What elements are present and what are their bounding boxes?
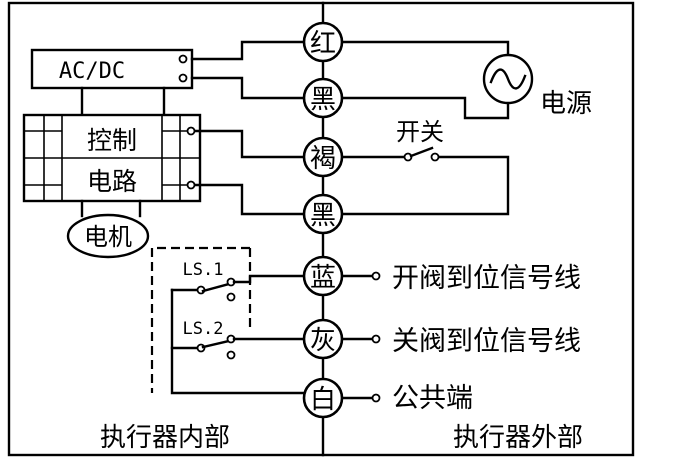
ls2-contact-c bbox=[226, 350, 236, 360]
power-wire-black bbox=[338, 96, 510, 120]
common-label: 公共端 bbox=[392, 383, 473, 414]
switch-blade bbox=[409, 146, 434, 158]
open-signal-label: 开阀到位信号线 bbox=[392, 263, 581, 294]
gray-signal-terminal bbox=[371, 334, 381, 344]
acdc-label: AC/DC bbox=[59, 59, 125, 84]
ls-dashed-enclosure bbox=[150, 246, 250, 393]
inside-caption: 执行器内部 bbox=[100, 423, 230, 453]
ls2-label: LS.2 bbox=[183, 319, 224, 339]
blue-signal-terminal bbox=[371, 271, 381, 281]
switch-label: 开关 bbox=[396, 118, 444, 146]
terminal-black1: 黑 bbox=[302, 77, 344, 119]
ls1-contact-c bbox=[226, 292, 236, 302]
acdc-box bbox=[30, 48, 194, 90]
terminal-black1-label: 黑 bbox=[310, 85, 336, 115]
terminal-red-label: 红 bbox=[310, 29, 336, 59]
motor-label: 电机 bbox=[84, 223, 132, 251]
acdc-terminal-red bbox=[178, 54, 188, 64]
outside-caption: 执行器外部 bbox=[453, 423, 583, 453]
terminal-brown-label: 褐 bbox=[310, 144, 336, 174]
terminal-gray-label: 灰 bbox=[310, 326, 336, 356]
ls1-blade bbox=[201, 282, 231, 293]
white-signal-terminal bbox=[371, 393, 381, 403]
control-terminal-black bbox=[186, 180, 196, 190]
terminal-white: 白 bbox=[302, 377, 344, 419]
terminal-blue: 蓝 bbox=[302, 255, 344, 297]
ls-common-line bbox=[170, 288, 308, 395]
terminal-column: 红 黑 褐 黑 蓝 灰 白 bbox=[302, 21, 344, 419]
outer-frame bbox=[7, 1, 635, 457]
power-wire-red bbox=[338, 40, 510, 57]
motor-ellipse bbox=[66, 213, 150, 259]
ls1-to-blue bbox=[232, 274, 308, 284]
wire-red bbox=[190, 40, 308, 61]
acdc-terminal-black bbox=[178, 73, 188, 83]
wire-brown bbox=[190, 129, 308, 159]
terminal-red: 红 bbox=[302, 21, 344, 63]
close-signal-label: 关阀到位信号线 bbox=[392, 326, 581, 357]
ls2-blade bbox=[201, 339, 231, 349]
terminal-black2-label: 黑 bbox=[310, 201, 336, 231]
switch-wire-out bbox=[338, 155, 510, 216]
ls1-label: LS.1 bbox=[183, 260, 224, 280]
wire-black1 bbox=[190, 76, 308, 100]
control-label-bottom: 电路 bbox=[87, 167, 137, 196]
terminal-white-label: 白 bbox=[310, 385, 336, 415]
terminal-black2: 黑 bbox=[302, 193, 344, 235]
control-terminal-brown bbox=[186, 126, 196, 136]
wire-black2 bbox=[190, 183, 308, 216]
control-label-top: 控制 bbox=[87, 126, 137, 155]
power-label: 电源 bbox=[540, 89, 592, 119]
ac-wave-icon bbox=[489, 68, 527, 90]
terminal-gray: 灰 bbox=[302, 318, 344, 360]
terminal-brown: 褐 bbox=[302, 136, 344, 178]
switch-contact-right bbox=[430, 152, 440, 162]
terminal-blue-label: 蓝 bbox=[310, 263, 336, 293]
